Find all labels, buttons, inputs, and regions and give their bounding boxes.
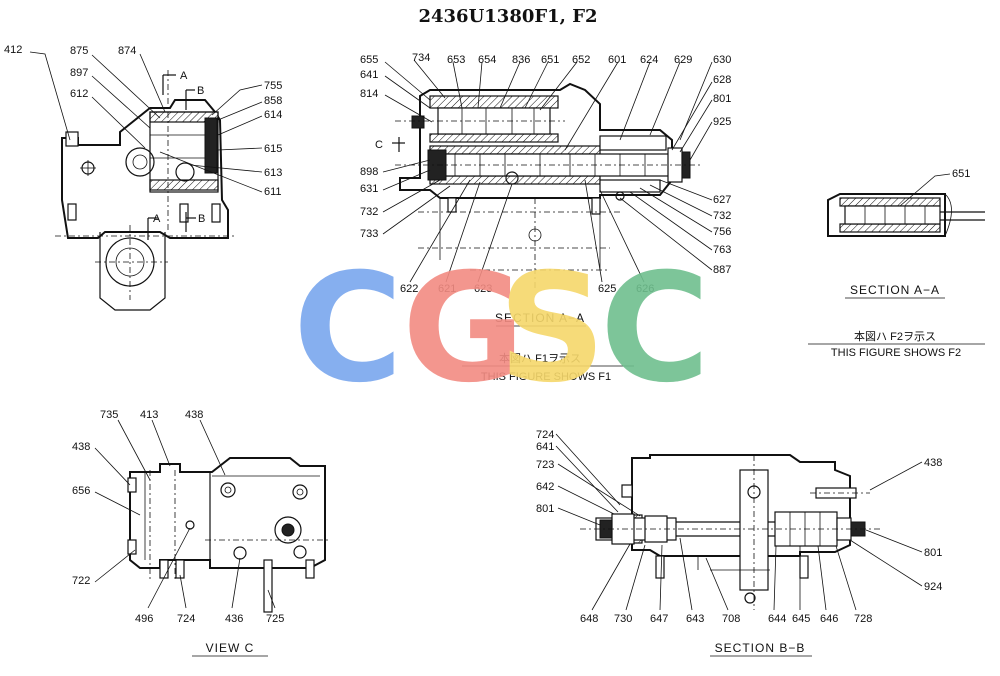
- part-label: 644: [768, 613, 786, 625]
- side-view: A B A B 412 875 874 897 612 755 858 614 …: [4, 44, 282, 311]
- part-label: 645: [792, 613, 810, 625]
- part-label: 836: [512, 54, 530, 66]
- view-c-view: 735 413 438 438 656 722 496 724 436 725 …: [72, 409, 330, 657]
- part-label: 625: [598, 283, 616, 295]
- part-label: 646: [820, 613, 838, 625]
- part-label: 887: [713, 264, 731, 276]
- part-label: 623: [474, 283, 492, 295]
- section-mark-a: A: [180, 70, 188, 82]
- part-label: 412: [4, 44, 22, 56]
- part-label: 858: [264, 95, 282, 107]
- part-label: 641: [536, 441, 554, 453]
- section-mark-b: B: [198, 213, 205, 225]
- view-mark-c: C: [375, 139, 383, 151]
- part-label: 735: [100, 409, 118, 421]
- part-label: 732: [360, 206, 378, 218]
- part-label: 897: [70, 67, 88, 79]
- part-label: 814: [360, 88, 378, 100]
- part-label: 651: [952, 168, 970, 180]
- figure-note-jp: 本図ハ F2ヲ示ス: [854, 329, 936, 343]
- watermark-letter: C: [293, 242, 403, 416]
- part-label: 801: [924, 547, 942, 559]
- section-mark-a: A: [153, 213, 161, 225]
- part-label: 614: [264, 109, 282, 121]
- part-label: 631: [360, 183, 378, 195]
- part-label: 627: [713, 194, 731, 206]
- part-label: 496: [135, 613, 153, 625]
- section-caption: SECTION B−B: [715, 641, 806, 655]
- part-label: 438: [72, 441, 90, 453]
- part-label: 875: [70, 45, 88, 57]
- part-label: 728: [854, 613, 872, 625]
- part-label: 626: [636, 283, 654, 295]
- part-label: 651: [541, 54, 559, 66]
- part-label: 653: [447, 54, 465, 66]
- part-label: 621: [438, 283, 456, 295]
- watermark-letter: C: [600, 242, 710, 416]
- part-label: 756: [713, 226, 731, 238]
- part-label: 601: [608, 54, 626, 66]
- part-label: 436: [225, 613, 243, 625]
- part-label: 898: [360, 166, 378, 178]
- part-label: 801: [713, 93, 731, 105]
- part-label: 925: [713, 116, 731, 128]
- watermark-logo: C G S C: [293, 242, 710, 416]
- part-label: 615: [264, 143, 282, 155]
- part-label: 708: [722, 613, 740, 625]
- section-bb-view: 724 641 723 642 801 438 801 924 648 730 …: [536, 429, 942, 657]
- part-label: 655: [360, 54, 378, 66]
- view-caption: VIEW C: [206, 641, 255, 655]
- part-label: 622: [400, 283, 418, 295]
- part-label: 629: [674, 54, 692, 66]
- part-label: 654: [478, 54, 496, 66]
- part-label: 648: [580, 613, 598, 625]
- part-label: 641: [360, 69, 378, 81]
- part-label: 730: [614, 613, 632, 625]
- part-label: 763: [713, 244, 731, 256]
- watermark-letter: G: [402, 242, 525, 416]
- part-label: 725: [266, 613, 284, 625]
- part-label: 438: [185, 409, 203, 421]
- part-label: 732: [713, 210, 731, 222]
- part-label: 628: [713, 74, 731, 86]
- part-label: 734: [412, 52, 430, 64]
- part-label: 647: [650, 613, 668, 625]
- part-label: 874: [118, 45, 136, 57]
- section-aa-f2-view: 651 SECTION A−A 本図ハ F2ヲ示ス THIS FIGURE SH…: [808, 168, 985, 359]
- section-caption: SECTION A−A: [495, 311, 585, 325]
- figure-note-en: THIS FIGURE SHOWS F1: [481, 371, 611, 383]
- part-label: 642: [536, 481, 554, 493]
- part-label: 624: [640, 54, 658, 66]
- part-label: 643: [686, 613, 704, 625]
- part-label: 652: [572, 54, 590, 66]
- part-label: 724: [177, 613, 195, 625]
- part-label: 733: [360, 228, 378, 240]
- part-label: 413: [140, 409, 158, 421]
- part-label: 611: [264, 186, 282, 198]
- part-label: 801: [536, 503, 554, 515]
- section-mark-b: B: [197, 85, 204, 97]
- section-caption: SECTION A−A: [850, 283, 940, 297]
- part-label: 612: [70, 88, 88, 100]
- part-label: 724: [536, 429, 554, 441]
- part-label: 613: [264, 167, 282, 179]
- part-label: 924: [924, 581, 942, 593]
- part-label: 630: [713, 54, 731, 66]
- figure-note-jp: 本図ハ F1ヲ示ス: [499, 351, 581, 365]
- part-label: 438: [924, 457, 942, 469]
- part-label: 656: [72, 485, 90, 497]
- figure-note-en: THIS FIGURE SHOWS F2: [831, 347, 961, 359]
- watermark-letter: S: [498, 242, 606, 416]
- part-label: 755: [264, 80, 282, 92]
- drawing-title: 2436U1380F1, F2: [418, 6, 597, 27]
- section-aa-f1-view: C 655 734 653 654 836 651 652 601 624 62…: [360, 52, 731, 383]
- part-label: 723: [536, 459, 554, 471]
- part-label: 722: [72, 575, 90, 587]
